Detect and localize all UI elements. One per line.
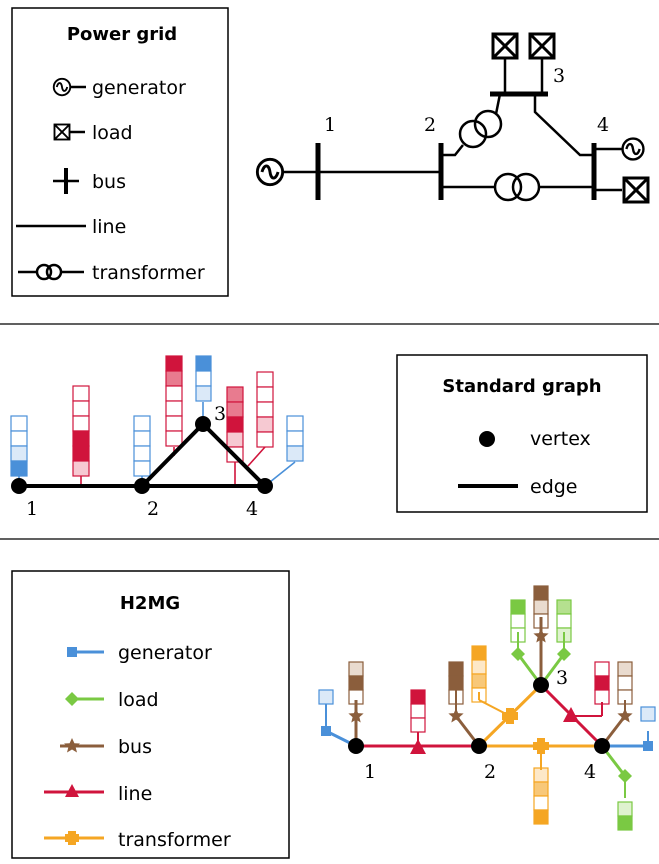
line-3-4 <box>533 94 594 157</box>
h2mg-stack-transformer-2-4 <box>533 767 549 825</box>
h2mg-vertex-1 <box>348 738 364 754</box>
h2mg-diagram: 1 2 3 4 <box>318 585 656 831</box>
h2mg-stack-transformer-2-3 <box>471 645 487 703</box>
h2mg-transformer-2-4-marker <box>533 738 549 754</box>
legend-h2mg-load-label: load <box>118 689 159 711</box>
std-stack-generator-1 <box>10 415 28 477</box>
h2mg-stack-generator-4 <box>640 706 656 722</box>
h2mg-stack-generator-1 <box>318 689 334 705</box>
std-stack-line-3-4-b <box>256 371 274 448</box>
std-stack-generator-4 <box>286 415 304 462</box>
h2mg-bus-4-marker <box>617 708 633 723</box>
standard-graph-diagram: 1 2 3 4 <box>10 355 304 520</box>
std-stack-line-2-3 <box>165 355 183 447</box>
legend-vertex-label: vertex <box>530 428 591 450</box>
vertex-2-label: 2 <box>147 498 159 520</box>
std-stack-line-1-2 <box>72 385 90 477</box>
bus-1-label: 1 <box>324 114 336 136</box>
h2mg-stack-bus-4 <box>617 661 633 705</box>
h2mg-legend-title: H2MG <box>120 593 180 614</box>
vertex-4-label: 4 <box>246 498 258 520</box>
legend-h2mg-transformer-label: transformer <box>118 829 231 851</box>
standard-graph-legend-title: Standard graph <box>442 376 601 397</box>
transformer-2-3 <box>441 93 503 157</box>
legend-h2mg-generator-label: generator <box>118 642 212 664</box>
h2mg-vertex-3-label: 3 <box>556 667 568 689</box>
legend-bus-label: bus <box>92 171 126 193</box>
std-stack-generator-3 <box>195 355 212 402</box>
legend-h2mg-bus-icon <box>60 738 104 753</box>
generator-4-icon <box>594 137 645 161</box>
power-grid-legend: Power grid generator load bus line trans… <box>11 7 229 297</box>
h2mg-stack-line-1-2 <box>410 689 426 733</box>
vertex-3-label: 3 <box>214 403 226 425</box>
vertex-1 <box>11 478 27 494</box>
power-grid-legend-title: Power grid <box>67 24 177 45</box>
legend-generator-icon <box>52 77 86 97</box>
legend-h2mg-load-icon <box>65 692 104 706</box>
legend-h2mg-line-icon <box>44 784 104 797</box>
generator-1-icon <box>255 157 285 187</box>
h2mg-vertex-4 <box>594 738 610 754</box>
h2mg-generator-1-marker <box>321 726 331 736</box>
legend-load-label: load <box>92 122 133 144</box>
transformer-2-4 <box>441 172 594 202</box>
load-4-icon <box>594 176 650 204</box>
legend-h2mg-bus-label: bus <box>118 736 152 758</box>
h2mg-transformer-2-3-marker <box>502 708 518 724</box>
h2mg-line-1-2-marker <box>410 739 426 754</box>
h2mg-bus-2-marker <box>448 708 464 723</box>
legend-transformer-icon <box>18 263 84 281</box>
legend-transformer-label: transformer <box>92 262 205 284</box>
vertex-2 <box>134 478 150 494</box>
legend-load-icon <box>53 123 85 141</box>
h2mg-vertex-3 <box>533 677 549 693</box>
h2mg-legend: H2MG generator load bus line transformer <box>11 570 290 859</box>
vertex-4 <box>257 478 273 494</box>
h2mg-load-3a-marker <box>511 647 525 661</box>
bus-2-label: 2 <box>424 114 436 136</box>
legend-h2mg-generator-icon <box>67 647 104 657</box>
h2mg-bus-3-marker <box>533 628 549 643</box>
legend-generator-label: generator <box>92 77 186 99</box>
standard-graph-legend: Standard graph vertex edge <box>396 354 648 513</box>
h2mg-vertex-2 <box>471 738 487 754</box>
h2mg-line-3-4-marker <box>563 707 579 722</box>
h2mg-stack-line-3-4 <box>594 661 610 705</box>
bus-3-label: 3 <box>553 65 565 87</box>
bus-4-label: 4 <box>597 114 609 136</box>
legend-edge-label: edge <box>530 476 578 498</box>
legend-h2mg-transformer-icon <box>44 831 104 845</box>
h2mg-stack-load-3b <box>556 599 572 643</box>
h2mg-vertex-4-label: 4 <box>584 761 596 783</box>
h2mg-stack-load-4 <box>617 801 633 831</box>
legend-bus-icon <box>53 168 79 194</box>
load-3b-icon <box>528 32 556 94</box>
legend-vertex-icon <box>479 431 495 447</box>
edge-2-3-4 <box>140 421 267 488</box>
vertex-1-label: 1 <box>26 498 38 520</box>
legend-h2mg-line-label: line <box>118 783 152 805</box>
load-3a-icon <box>491 32 519 94</box>
h2mg-vertex-1-label: 1 <box>364 761 376 783</box>
h2mg-load-4-marker <box>618 769 632 783</box>
h2mg-stack-bus-1 <box>348 661 364 705</box>
h2mg-bus-1-marker <box>348 708 364 723</box>
vertex-3 <box>195 416 211 432</box>
std-stack-generator-2 <box>133 415 151 477</box>
h2mg-load-3b-marker <box>557 647 571 661</box>
h2mg-generator-4-marker <box>643 741 653 751</box>
legend-line-label: line <box>92 216 126 238</box>
h2mg-vertex-2-label: 2 <box>484 761 496 783</box>
power-grid-diagram: 1 2 3 4 <box>255 32 650 204</box>
